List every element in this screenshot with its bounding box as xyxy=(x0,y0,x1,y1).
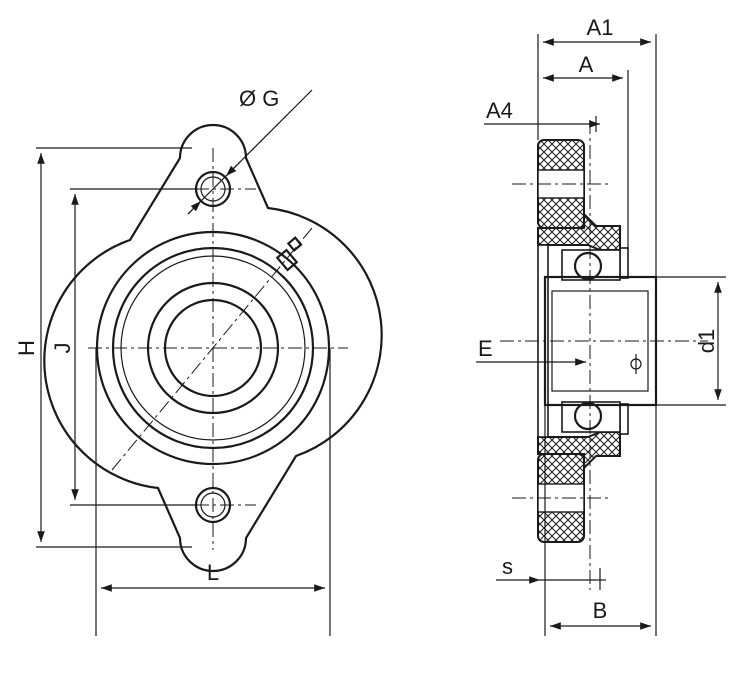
flange-outline xyxy=(43,123,383,573)
dimension-label-A1: A1 xyxy=(587,15,614,40)
dimension-label-A4: A4 xyxy=(486,98,513,123)
housing-upper xyxy=(537,211,621,251)
dimension-label-d1: d1 xyxy=(694,329,719,353)
housing-lower xyxy=(537,431,621,471)
dimension-label-B: B xyxy=(593,598,608,623)
front-view: Ø G H J L xyxy=(14,86,383,636)
grease-nipple xyxy=(275,236,303,272)
dimension-label-L: L xyxy=(207,560,219,585)
lower-ball xyxy=(573,401,603,431)
dimension-label-E: E xyxy=(478,336,493,361)
dimension-label-A: A xyxy=(579,52,594,77)
dimension-label-H: H xyxy=(14,340,39,356)
upper-ball xyxy=(573,251,603,281)
section-view: A1 A A4 E d1 s B xyxy=(476,15,726,636)
dimension-label-J: J xyxy=(50,343,75,354)
dimension-label-s: s xyxy=(502,554,513,579)
dimension-label-G: Ø G xyxy=(239,86,279,111)
